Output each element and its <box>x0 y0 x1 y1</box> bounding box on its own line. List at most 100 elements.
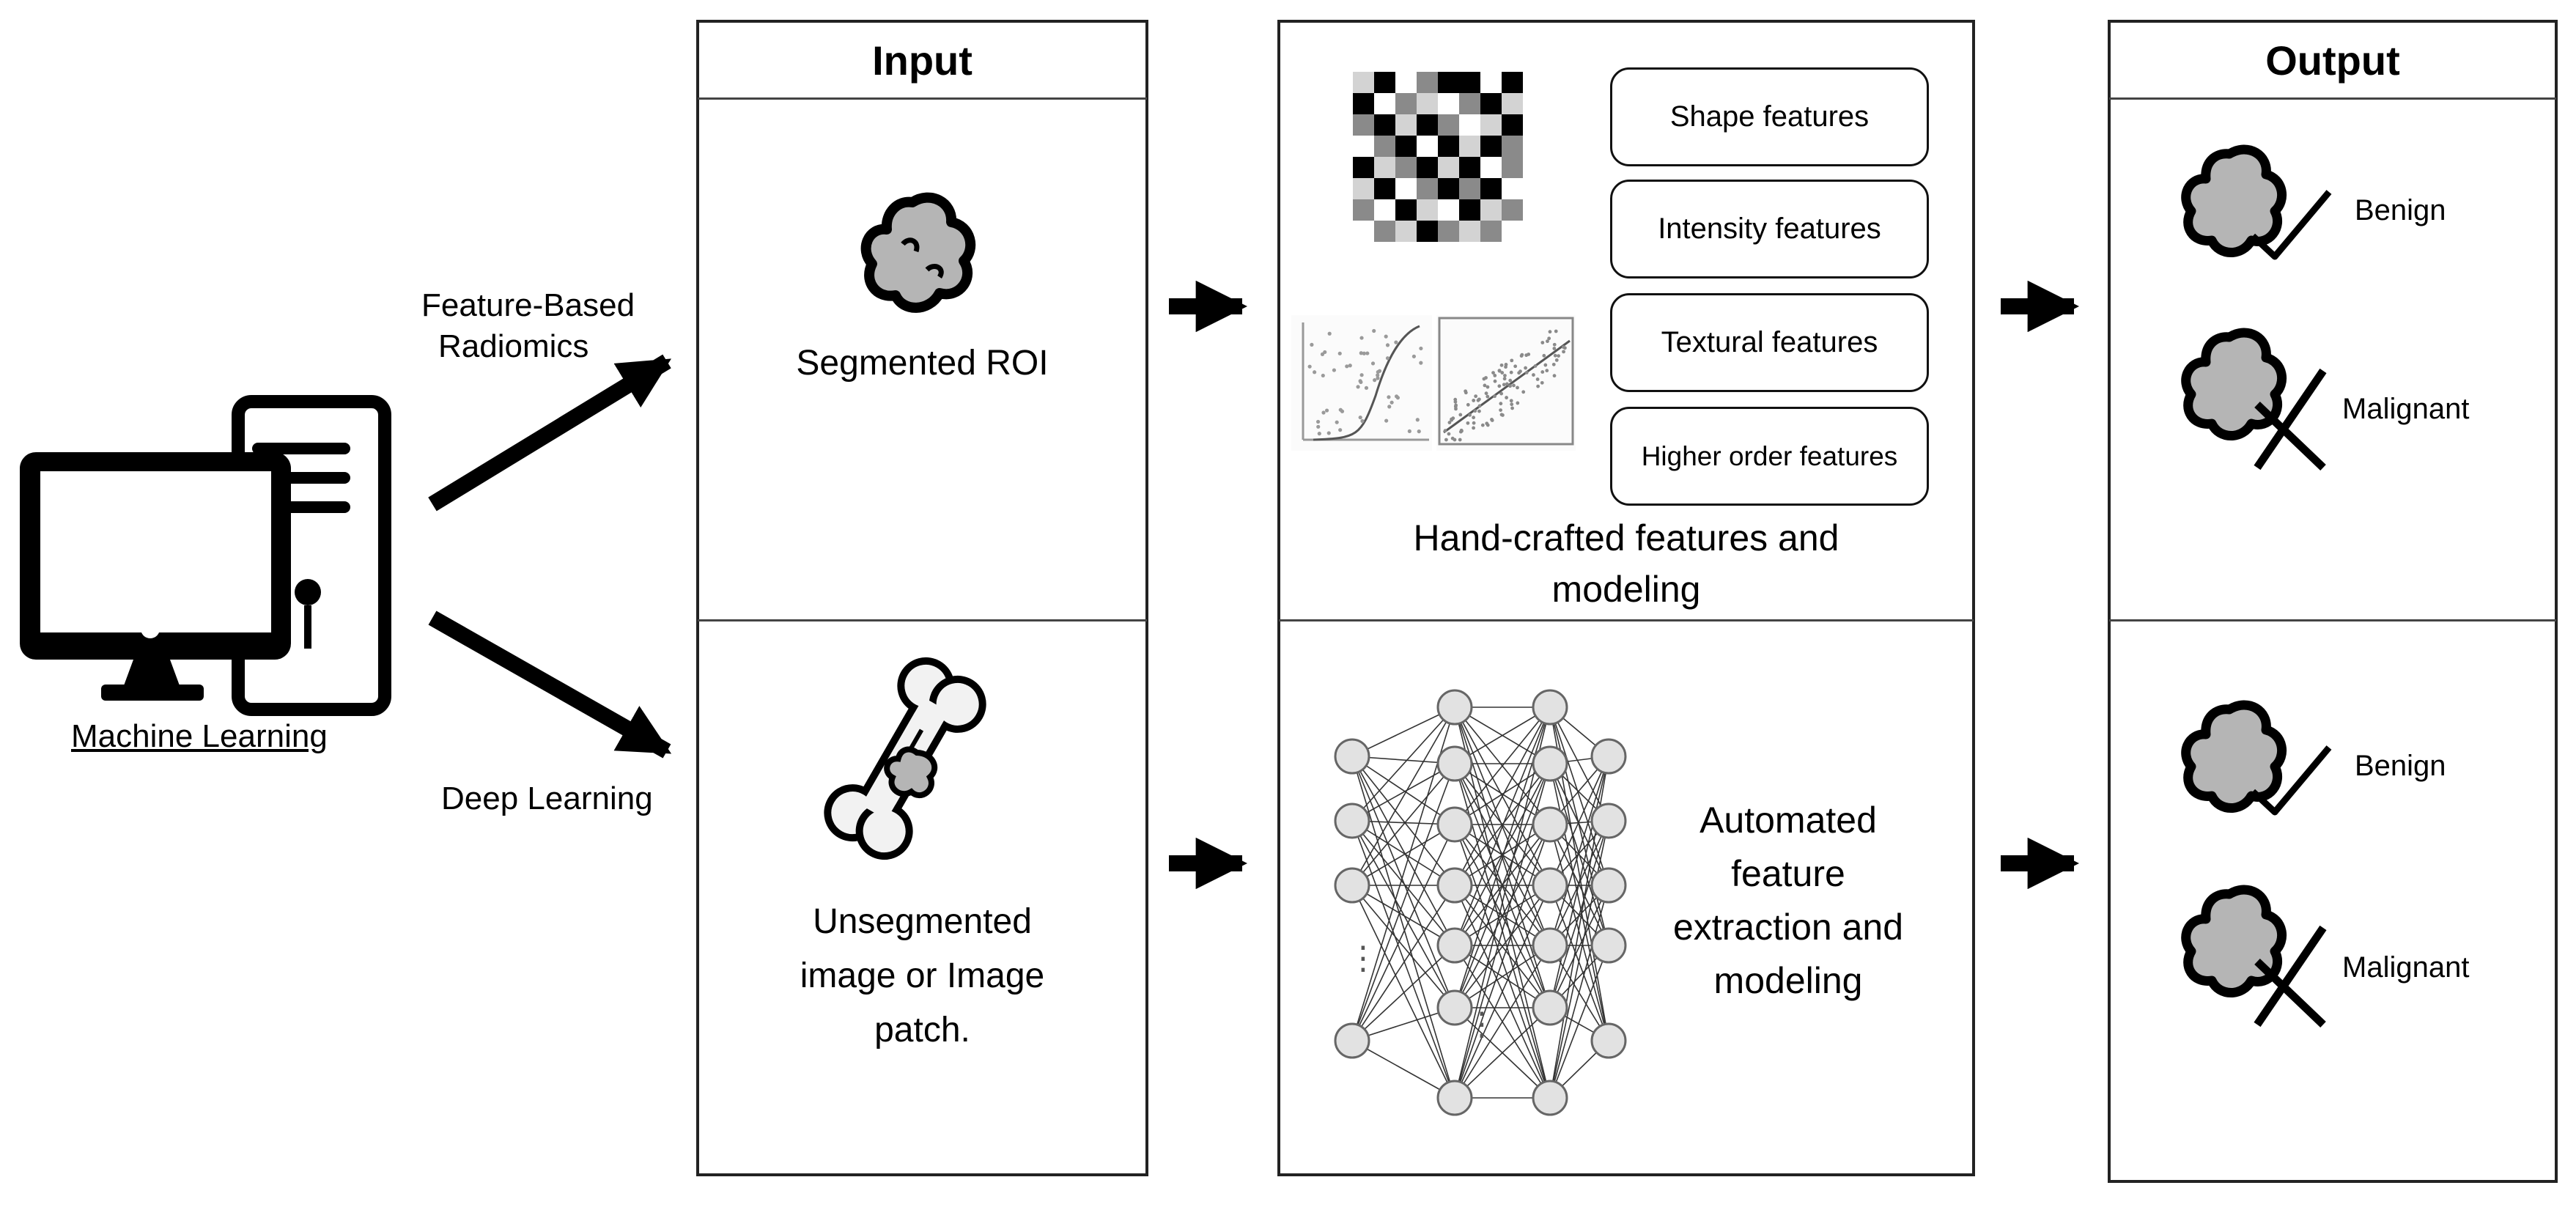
nn-node <box>1532 689 1568 726</box>
texture-cell <box>1459 157 1480 178</box>
scatter-dot <box>1458 438 1462 442</box>
nn-edge <box>1454 707 1551 1099</box>
nn-edge <box>1351 756 1455 825</box>
texture-cell <box>1459 221 1480 242</box>
texture-cell <box>1502 72 1523 93</box>
texture-cell <box>1353 199 1374 221</box>
nn-edge <box>1549 824 1609 1041</box>
scatter-dot <box>1419 346 1423 351</box>
scatter-dot <box>1477 409 1481 413</box>
scatter-dot <box>1548 330 1552 334</box>
nn-node <box>1590 1022 1627 1059</box>
scatter-dot <box>1554 358 1559 362</box>
scatter-dot <box>1504 365 1507 369</box>
texture-cell <box>1374 157 1395 178</box>
texture-cell <box>1374 199 1395 221</box>
texture-cell <box>1438 72 1459 93</box>
texture-cell <box>1395 157 1417 178</box>
texture-cell <box>1417 114 1438 136</box>
texture-cell <box>1417 93 1438 114</box>
nn-edge <box>1351 945 1455 1041</box>
nn-edge <box>1351 885 1455 1008</box>
scatter-dot <box>1527 353 1531 356</box>
nn-node <box>1590 803 1627 839</box>
scatter-dot <box>1474 394 1478 399</box>
scatter-dot <box>1358 379 1362 383</box>
lesion-malignant-icon-bottom <box>2181 885 2327 1028</box>
nn-edge <box>1351 1040 1455 1099</box>
nn-node <box>1532 745 1568 782</box>
lesion-shape <box>2181 328 2287 440</box>
nn-edge <box>1351 885 1455 946</box>
texture-cell <box>1438 136 1459 157</box>
scatter-dot <box>1472 421 1476 425</box>
nn-edge <box>1454 763 1551 886</box>
scatter-dot <box>1385 343 1390 347</box>
nn-node <box>1334 867 1370 904</box>
nn-edge <box>1454 1007 1551 1099</box>
scatter-dot <box>1535 377 1540 381</box>
scatter-dot <box>1554 329 1558 333</box>
lesion-benign-icon-bottom <box>2181 700 2332 816</box>
scatter-dot <box>1493 379 1497 383</box>
scatter-dot <box>1443 429 1447 433</box>
nn-edge <box>1549 707 1609 886</box>
scatter-dot <box>1337 351 1342 355</box>
texture-cell <box>1502 93 1523 114</box>
nn-edge <box>1454 945 1551 1008</box>
malignant-label-bottom: Malignant <box>2342 951 2470 984</box>
automated-label-line4: modeling <box>1713 960 1863 1001</box>
nn-edge <box>1549 885 1609 1041</box>
texture-cell <box>1374 72 1395 93</box>
texture-cell <box>1395 221 1417 242</box>
neural-network-icon <box>1334 689 1627 1116</box>
scatter-dot <box>1466 421 1470 425</box>
texture-cell <box>1417 72 1438 93</box>
scatter-dot <box>1362 351 1366 355</box>
scatter-dot <box>1372 328 1376 333</box>
texture-cell <box>1480 136 1502 157</box>
scatter-dot <box>1464 389 1468 394</box>
scatter-dot <box>1543 363 1548 367</box>
texture-cell <box>1502 178 1523 199</box>
scatter-dot <box>1365 351 1370 355</box>
nn-edge <box>1454 824 1551 1099</box>
scatter-dot <box>1562 350 1565 354</box>
handcrafted-label-line2: modeling <box>1551 569 1701 610</box>
scatter-dot <box>1335 420 1339 424</box>
scatter-dot <box>1466 402 1470 407</box>
scatter-dot <box>1370 361 1376 366</box>
scatter-dot <box>1324 408 1329 413</box>
scatter-dot <box>1321 410 1326 415</box>
scatter-dot <box>1546 339 1549 344</box>
scatter-dot <box>1486 423 1490 427</box>
scatter-dot <box>1518 369 1522 374</box>
scatter-dot <box>1338 428 1343 432</box>
nn-edge <box>1351 763 1455 822</box>
nn-edge <box>1454 763 1551 946</box>
scatter-dot <box>1447 432 1451 436</box>
scatter-dot <box>1508 378 1513 383</box>
texture-cell <box>1480 114 1502 136</box>
scatter-dot <box>1348 364 1352 368</box>
nn-edge <box>1549 756 1609 1008</box>
scatter-dot <box>1505 396 1509 399</box>
scatter-dot <box>1338 407 1343 412</box>
scatter-dot <box>1326 431 1331 435</box>
nn-edge <box>1454 707 1551 764</box>
scatter-dot <box>1524 371 1529 375</box>
scatter-dot <box>1552 347 1557 350</box>
scatter-dot <box>1510 402 1514 407</box>
nn-edge <box>1549 945 1609 1099</box>
nn-node <box>1436 745 1473 782</box>
nn-edge <box>1549 707 1609 822</box>
scatter-dot <box>1484 376 1488 380</box>
scatter-dot <box>1516 401 1520 405</box>
scatter-plot-icon-2 <box>1436 315 1576 451</box>
scatter-dot <box>1553 353 1557 358</box>
nn-node <box>1436 806 1473 843</box>
scatter-dot <box>1510 358 1514 363</box>
nn-edge <box>1454 824 1551 1008</box>
texture-cell <box>1417 136 1438 157</box>
